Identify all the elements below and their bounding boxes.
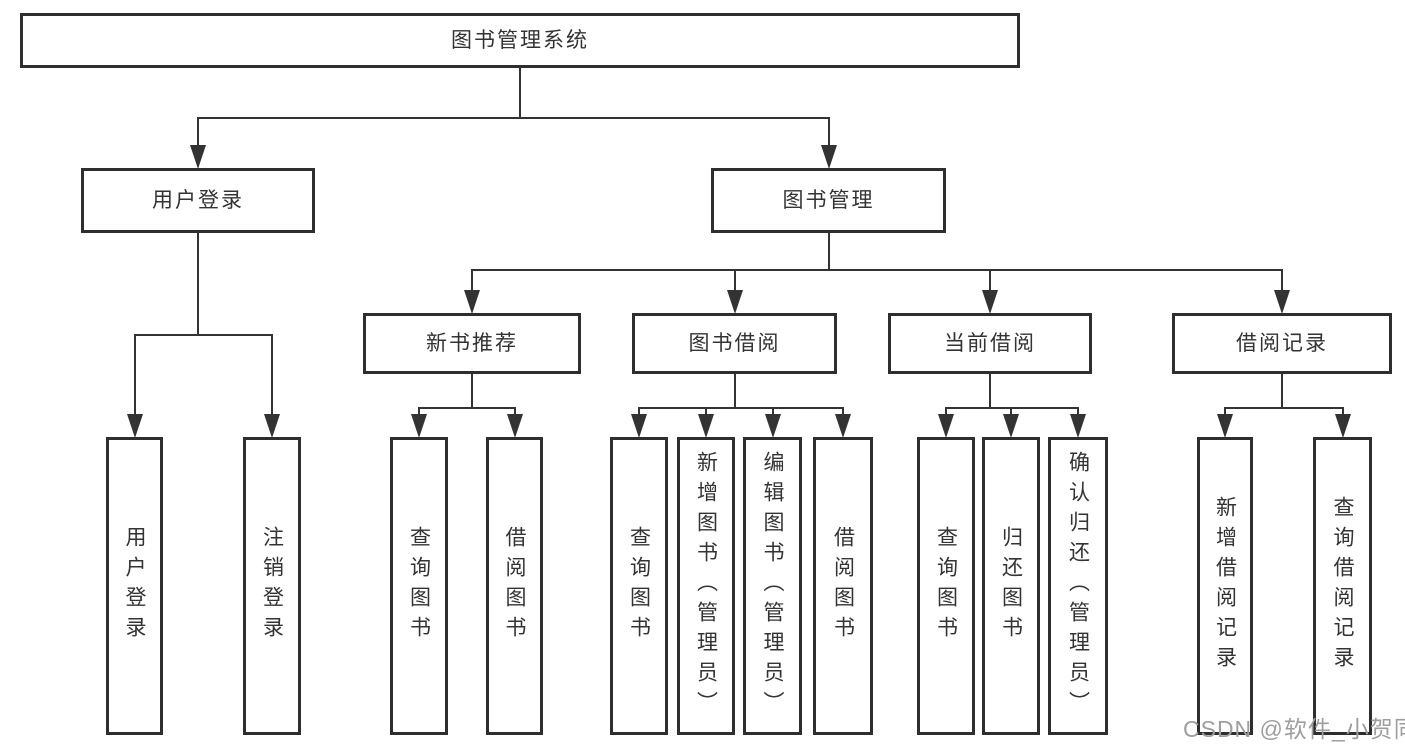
connector-stem — [271, 335, 273, 415]
arrow-down-icon — [1335, 414, 1351, 438]
connector-bus — [1224, 407, 1344, 409]
connector-bus — [418, 407, 516, 409]
node-label: 注销登录 — [260, 526, 284, 646]
node-leaf-user-login: 用户登录 — [106, 437, 163, 735]
node-leaf-query-borrow-record: 查询借阅记录 — [1313, 437, 1372, 735]
connector-stem — [197, 118, 199, 146]
connector-stem — [1224, 408, 1226, 415]
node-label: 借阅记录 — [1236, 332, 1328, 355]
node-label: 查询图书 — [627, 526, 651, 646]
connector-bus — [471, 269, 1283, 271]
node-leaf-borrow-books-1: 借阅图书 — [486, 437, 543, 735]
connector-stem — [828, 233, 830, 270]
node-user-login: 用户登录 — [81, 168, 315, 233]
node-leaf-return-books: 归还图书 — [982, 437, 1040, 735]
node-leaf-borrow-books-2: 借阅图书 — [813, 437, 873, 735]
node-label: 查询图书 — [407, 526, 431, 646]
node-label: 新增图书（管理员） — [694, 451, 718, 721]
node-label: 图书管理 — [782, 189, 875, 212]
arrow-down-icon — [631, 414, 647, 438]
node-label: 查询借阅记录 — [1331, 496, 1354, 676]
arrow-down-icon — [464, 290, 480, 314]
arrow-down-icon — [190, 145, 206, 169]
connector-stem — [989, 374, 991, 408]
connector-stem — [471, 270, 473, 291]
node-root: 图书管理系统 — [20, 13, 1020, 68]
connector-stem — [1342, 408, 1344, 415]
node-leaf-query-books-3: 查询图书 — [917, 437, 975, 735]
connector-stem — [1281, 374, 1283, 408]
connector-stem — [134, 335, 136, 415]
node-current-borrowing: 当前借阅 — [888, 313, 1092, 374]
node-label: 新增借阅记录 — [1213, 496, 1237, 676]
connector-stem — [1010, 408, 1012, 415]
node-new-book-recommend: 新书推荐 — [363, 313, 581, 374]
node-leaf-confirm-return: 确认归还（管理员） — [1048, 437, 1108, 735]
arrow-down-icon — [1217, 414, 1233, 438]
arrow-down-icon — [507, 414, 523, 438]
connector-stem — [418, 408, 420, 415]
node-leaf-query-books-1: 查询图书 — [390, 437, 448, 735]
connector-stem — [945, 408, 947, 415]
connector-stem — [705, 408, 707, 415]
node-label: 新书推荐 — [426, 332, 518, 355]
arrow-down-icon — [411, 414, 427, 438]
node-label: 编辑图书（管理员） — [761, 451, 784, 721]
node-leaf-edit-books: 编辑图书（管理员） — [743, 437, 802, 735]
arrow-down-icon — [698, 414, 714, 438]
node-label: 图书借阅 — [688, 332, 781, 355]
connector-bus — [197, 117, 830, 119]
node-label: 用户登录 — [123, 526, 146, 646]
node-label: 确认归还（管理员） — [1066, 451, 1090, 721]
node-label: 借阅图书 — [831, 526, 855, 646]
node-book-management: 图书管理 — [711, 168, 946, 233]
node-borrowing-records: 借阅记录 — [1172, 313, 1392, 374]
arrow-down-icon — [264, 414, 280, 438]
node-leaf-logout: 注销登录 — [243, 437, 301, 735]
connector-bus — [638, 407, 844, 409]
node-label: 用户登录 — [152, 189, 244, 212]
connector-stem — [197, 233, 199, 335]
arrow-down-icon — [1274, 290, 1290, 314]
arrow-down-icon — [765, 414, 781, 438]
arrow-down-icon — [982, 290, 998, 314]
node-leaf-add-borrow-record: 新增借阅记录 — [1197, 437, 1253, 735]
node-label: 图书管理系统 — [451, 29, 589, 52]
arrow-down-icon — [1070, 414, 1086, 438]
connector-stem — [519, 68, 521, 118]
arrow-down-icon — [727, 290, 743, 314]
node-label: 借阅图书 — [503, 526, 526, 646]
arrow-down-icon — [821, 145, 837, 169]
arrow-down-icon — [835, 414, 851, 438]
node-book-borrowing: 图书借阅 — [632, 313, 837, 374]
arrow-down-icon — [938, 414, 954, 438]
connector-stem — [989, 270, 991, 291]
connector-stem — [734, 270, 736, 291]
node-label: 当前借阅 — [944, 332, 1036, 355]
arrow-down-icon — [1003, 414, 1019, 438]
node-label: 归还图书 — [999, 526, 1023, 646]
arrow-down-icon — [127, 414, 143, 438]
node-label: 查询图书 — [934, 526, 958, 646]
watermark: CSDN @软件_小贺同学 — [1183, 716, 1405, 742]
connector-stem — [1281, 270, 1283, 291]
connector-stem — [514, 408, 516, 415]
node-leaf-add-books: 新增图书（管理员） — [677, 437, 735, 735]
connector-stem — [638, 408, 640, 415]
connector-stem — [1077, 408, 1079, 415]
connector-stem — [734, 374, 736, 408]
node-leaf-query-books-2: 查询图书 — [610, 437, 668, 735]
connector-bus — [134, 334, 273, 336]
connector-stem — [772, 408, 774, 415]
connector-stem — [828, 118, 830, 146]
connector-bus — [945, 407, 1079, 409]
connector-stem — [471, 374, 473, 408]
connector-stem — [842, 408, 844, 415]
